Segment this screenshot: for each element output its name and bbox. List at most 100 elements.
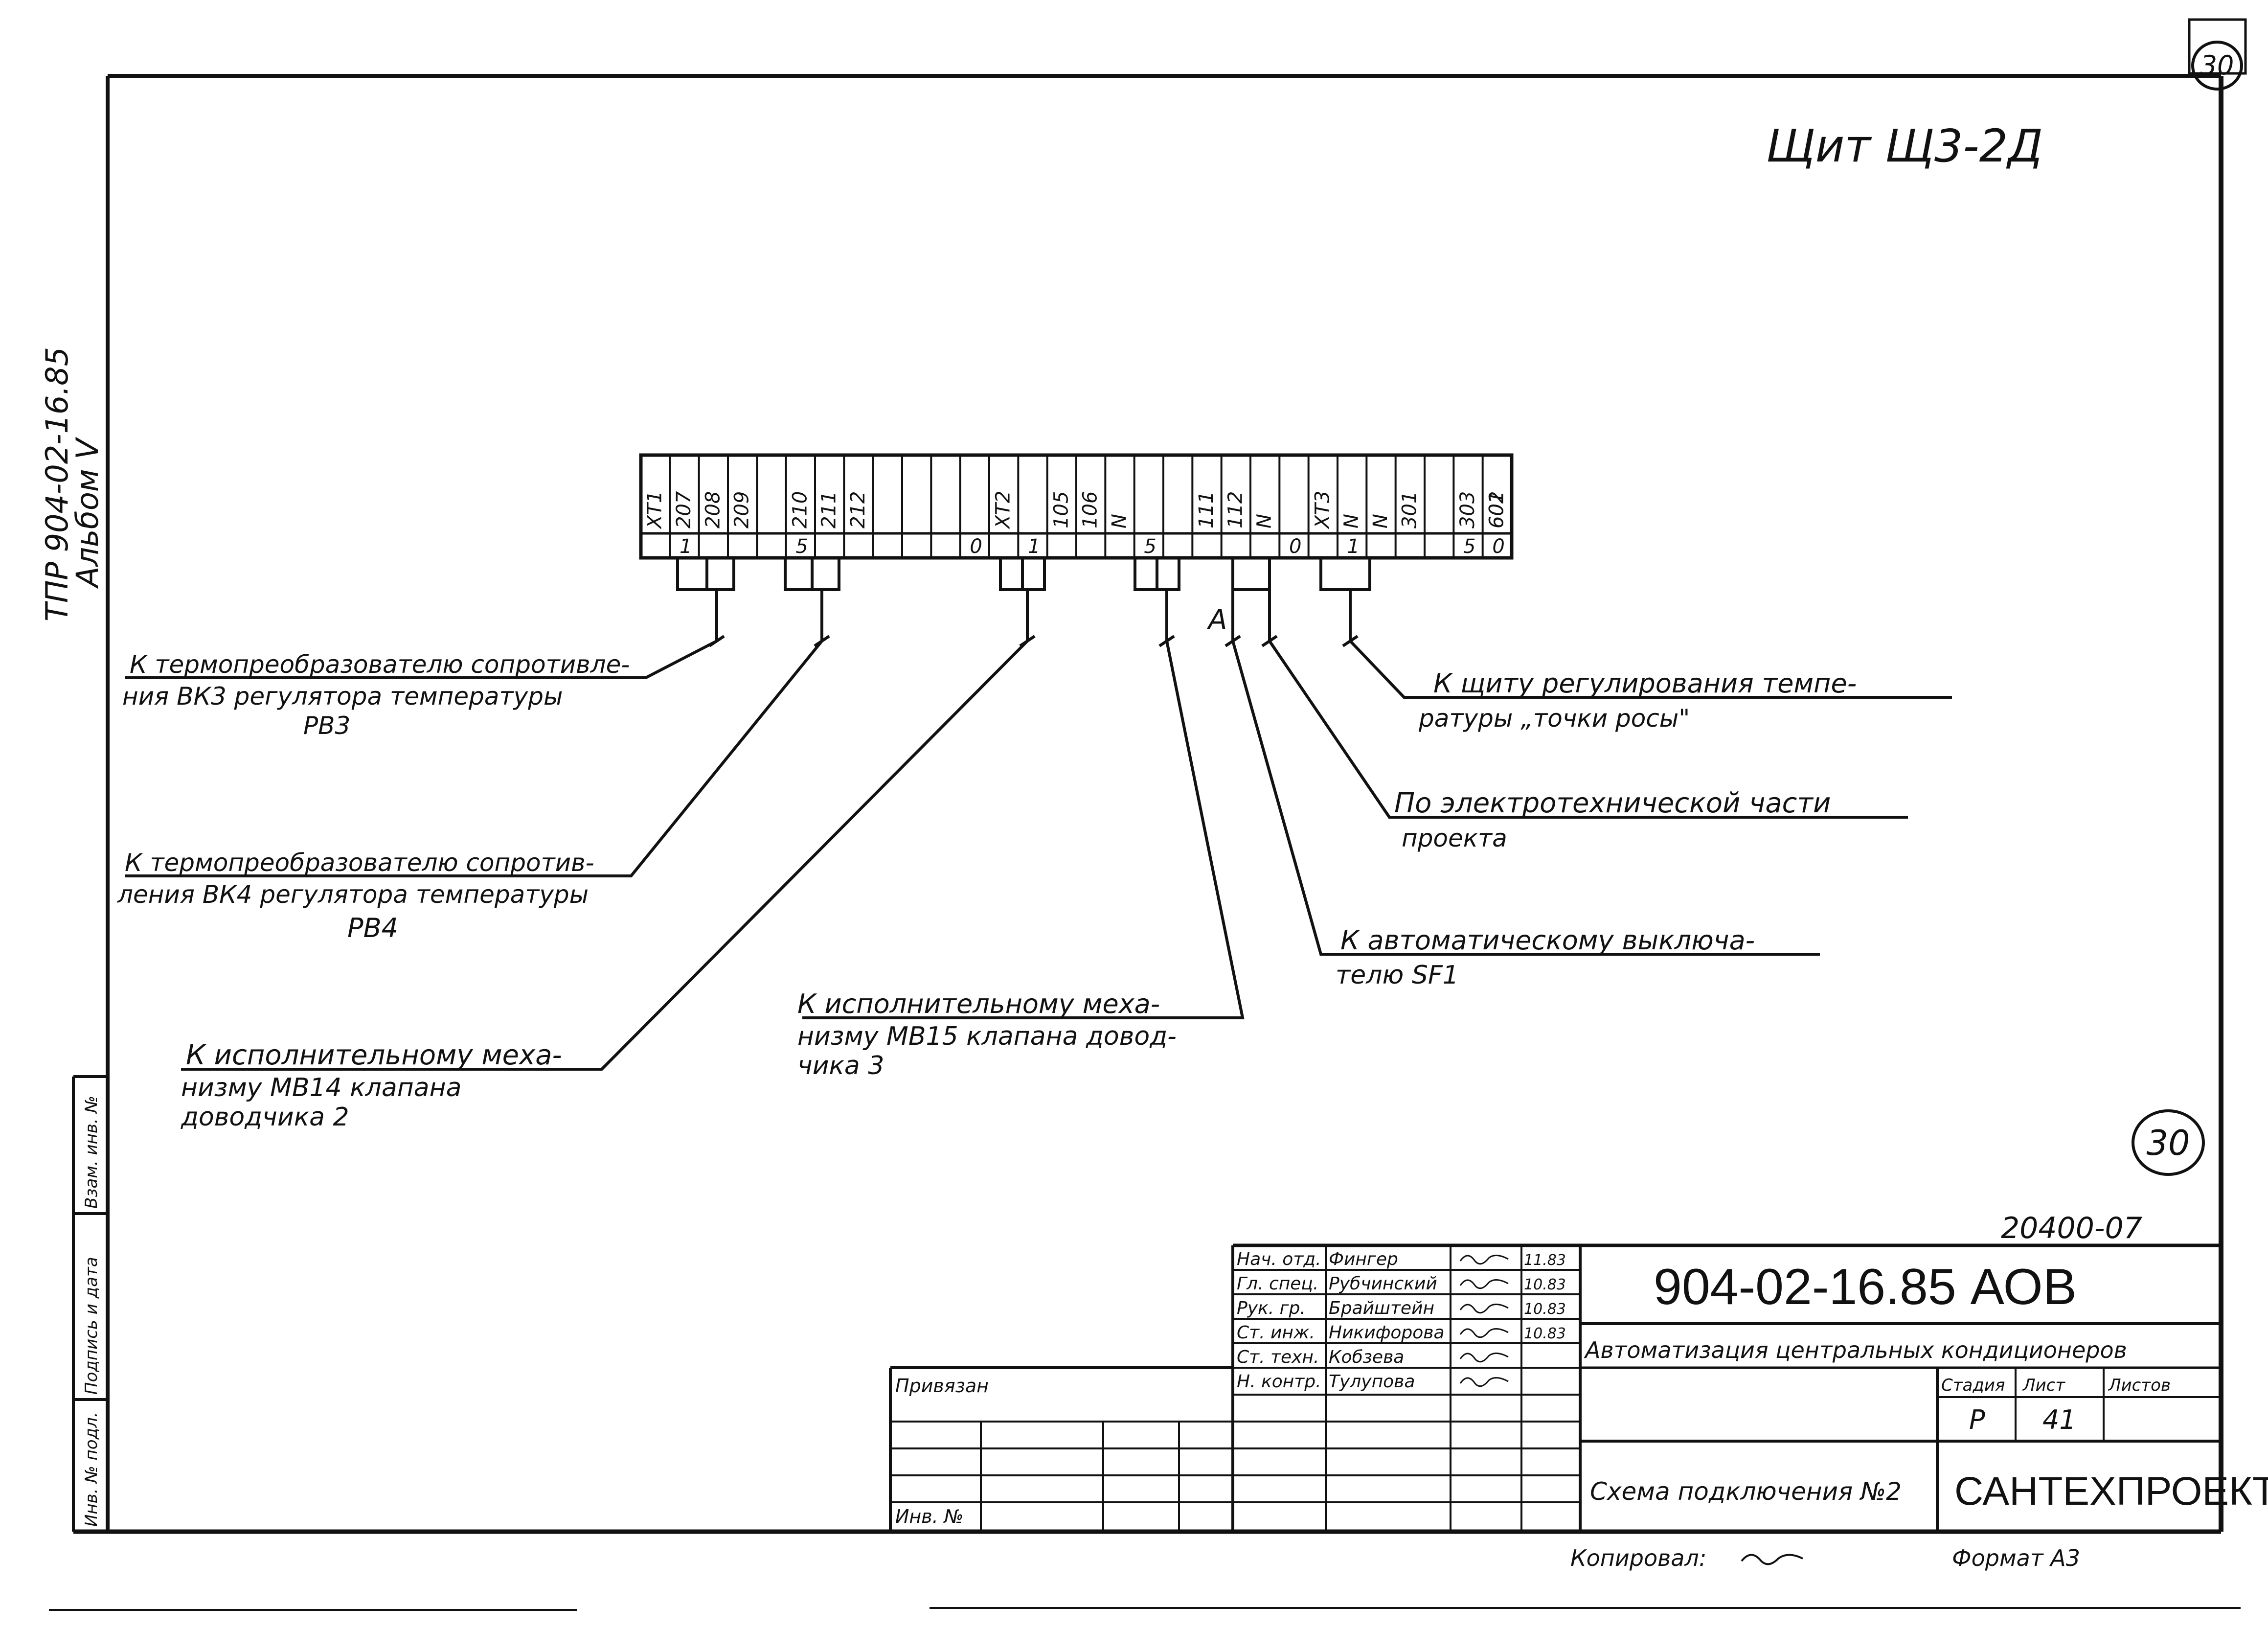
terminal-bottom-label: 1 bbox=[680, 535, 692, 558]
callout-electro-line-1: По электротехнической части bbox=[1394, 787, 1831, 819]
terminal-top-label: 105 bbox=[1050, 491, 1072, 528]
terminal-top-label: 303 bbox=[1456, 491, 1479, 528]
signature bbox=[1459, 1255, 1509, 1265]
sheet-header: Лист bbox=[2022, 1376, 2065, 1395]
name-cell: Рубчинский bbox=[1329, 1274, 1437, 1294]
callout-electro-line-2: проекта bbox=[1402, 824, 1507, 852]
callout-mv15-line-3: чика 3 bbox=[797, 1051, 884, 1080]
terminal-top-label: 301 bbox=[1398, 491, 1421, 528]
panel-title: Щит Щ3-2Д bbox=[1766, 120, 2043, 172]
callout-sf1-line-1: К автоматическому выключа- bbox=[1340, 925, 1755, 956]
format-label: Формат А3 bbox=[1952, 1545, 2080, 1571]
sheet-frame bbox=[49, 18, 2247, 1611]
terminal-top-label: 601 bbox=[1485, 491, 1508, 528]
terminal-top-label: 207 bbox=[673, 491, 695, 528]
role-cell: Гл. спец. bbox=[1237, 1274, 1318, 1294]
callout-mv15: К исполнительному меха- низму МВ15 клапа… bbox=[797, 988, 1177, 1080]
terminal-bottom-label: 5 bbox=[795, 535, 808, 558]
terminal-top-label: 211 bbox=[818, 491, 840, 528]
callout-bk3-line-3: РВ3 bbox=[303, 712, 350, 740]
terminal-bottom-label: 1 bbox=[1347, 535, 1360, 558]
role-cell: Рук. гр. bbox=[1237, 1298, 1306, 1318]
signature bbox=[1459, 1377, 1509, 1387]
terminal-top-label: ХТ1 bbox=[644, 491, 666, 529]
signature bbox=[1459, 1304, 1509, 1314]
project-title: Автоматизация центральных кондиционеров bbox=[1584, 1337, 2127, 1363]
copied-by-signature bbox=[1741, 1554, 1803, 1565]
terminal-bottom-label: 5 bbox=[1144, 535, 1156, 558]
sheets-header: Листов bbox=[2108, 1376, 2171, 1395]
stage-value: Р bbox=[1969, 1404, 1985, 1435]
strip-label-2: Подпись и дата bbox=[82, 1257, 101, 1395]
callout-sf1: К автоматическому выключа- телю SF1 bbox=[1336, 925, 1755, 990]
callout-electro: По электротехнической части проекта bbox=[1394, 787, 1831, 852]
callout-bk3-line-1: К термопреобразователю сопротивле- bbox=[130, 650, 630, 679]
callout-sf1-line-2: телю SF1 bbox=[1336, 961, 1459, 990]
callout-bk3-line-2: ния ВК3 регулятора температуры bbox=[122, 682, 563, 711]
strip-label-3: Инв. № подл. bbox=[82, 1412, 101, 1527]
signature bbox=[1459, 1353, 1509, 1363]
callout-mv15-line-1: К исполнительному меха- bbox=[797, 988, 1160, 1019]
strip-label-1: Взам. инв. № bbox=[82, 1096, 101, 1209]
name-cell: Фингер bbox=[1329, 1249, 1398, 1269]
terminal-top-label: 111 bbox=[1195, 491, 1218, 528]
callout-shield-line-2: ратуры „точки росы" bbox=[1418, 704, 1690, 733]
terminal-bottom-label: 0 bbox=[1289, 535, 1301, 558]
terminal-top-label: N bbox=[1340, 514, 1363, 528]
name-cell: Тулупова bbox=[1329, 1372, 1415, 1392]
role-cell: Ст. инж. bbox=[1237, 1323, 1315, 1343]
terminal-bottom-label: 0 bbox=[970, 535, 982, 558]
terminal-top-label: 209 bbox=[731, 491, 753, 528]
terminal-top-label: N bbox=[1108, 514, 1131, 528]
date-cell: 11.83 bbox=[1524, 1252, 1566, 1269]
signature bbox=[1459, 1279, 1509, 1289]
callout-shield: К щиту регулирования темпе- ратуры „точк… bbox=[1418, 668, 1857, 733]
callout-mv14-line-1: К исполнительному меха- bbox=[186, 1039, 562, 1071]
callout-mv15-line-2: низму МВ15 клапана довод- bbox=[797, 1022, 1177, 1051]
inv-no-label: Инв. № bbox=[895, 1506, 963, 1527]
callout-bk4: К термопреобразователю сопротив- ления В… bbox=[117, 849, 594, 943]
terminal-bottom-label: 1 bbox=[1028, 535, 1040, 558]
sheet-value: 41 bbox=[2042, 1404, 2076, 1435]
sheet-title: Схема подключения №2 bbox=[1590, 1477, 1902, 1506]
role-cell: Н. контр. bbox=[1237, 1372, 1321, 1392]
date-cell: 10.83 bbox=[1524, 1276, 1566, 1293]
organization: САНТЕХПРОЕКТ bbox=[1954, 1469, 2268, 1514]
terminal-top-label: 112 bbox=[1224, 491, 1247, 528]
corner-number-text: 30 bbox=[2200, 50, 2234, 81]
callout-mv14-line-2: низму МВ14 клапана bbox=[181, 1073, 461, 1102]
side-album: Альбом V bbox=[69, 436, 105, 589]
circled-number: 30 bbox=[2132, 1109, 2205, 1176]
terminal-top-label: 208 bbox=[702, 491, 724, 528]
node-label: А bbox=[1207, 604, 1227, 636]
callout-bk4-line-1: К термопреобразователю сопротив- bbox=[125, 849, 594, 877]
callout-bk3: К термопреобразователю сопротивле- ния В… bbox=[122, 650, 630, 740]
callout-mv14-line-3: доводчика 2 bbox=[181, 1102, 349, 1132]
title-block bbox=[889, 1243, 2221, 1532]
terminal-top-label: 106 bbox=[1079, 491, 1102, 528]
copied-by: Копировал: bbox=[1570, 1545, 1706, 1571]
circled-number-text: 30 bbox=[2146, 1123, 2190, 1163]
terminal-bottom-label: 0 bbox=[1492, 535, 1504, 558]
document-code: 904-02-16.85 АОВ bbox=[1654, 1259, 2077, 1315]
date-cell: 10.83 bbox=[1524, 1325, 1566, 1342]
signature bbox=[1459, 1328, 1509, 1338]
side-code: ТПР 904-02-16.85 bbox=[39, 347, 75, 621]
name-cell: Брайштейн bbox=[1329, 1298, 1434, 1318]
callout-bk4-line-3: РВ4 bbox=[347, 913, 398, 943]
terminal-top-label: ХТ3 bbox=[1311, 491, 1334, 529]
role-cell: Нач. отд. bbox=[1237, 1249, 1321, 1269]
terminal-top-label: 602 bbox=[1485, 491, 1508, 528]
terminal-top-label: 212 bbox=[847, 491, 869, 528]
callout-bk4-line-2: ления ВК4 регулятора температуры bbox=[117, 880, 589, 909]
terminal-top-label: N bbox=[1253, 514, 1276, 528]
name-cell: Кобзева bbox=[1329, 1347, 1404, 1367]
role-cell: Ст. техн. bbox=[1237, 1347, 1319, 1367]
wiring-lines bbox=[125, 558, 1952, 1071]
name-cell: Никифорова bbox=[1329, 1323, 1445, 1343]
linked-label: Привязан bbox=[895, 1375, 989, 1397]
terminal-top-label: ХТ2 bbox=[992, 491, 1015, 529]
corner-sheet-number: 30 bbox=[2191, 41, 2243, 91]
